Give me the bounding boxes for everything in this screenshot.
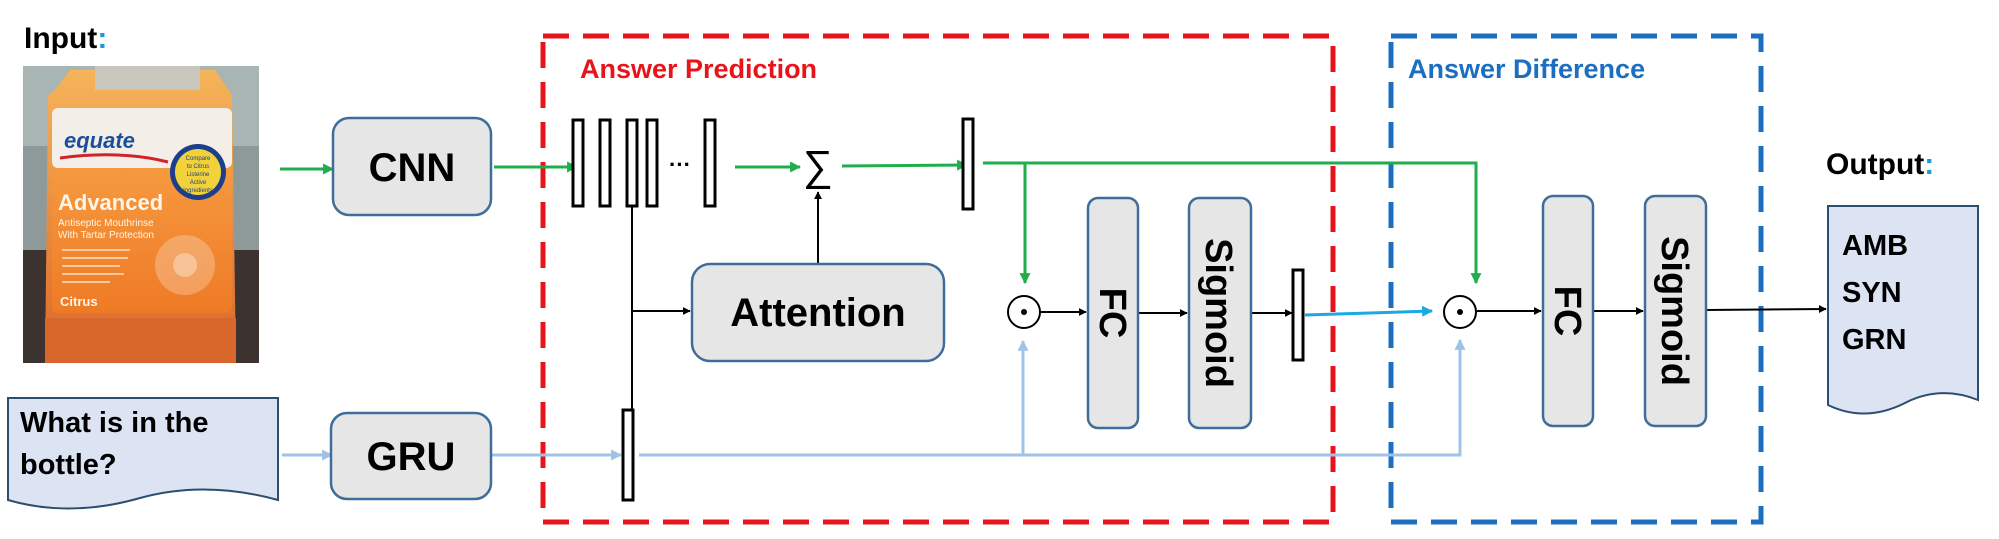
feature-ellipsis: ··· <box>669 152 691 177</box>
photo-badge-line: Ingredients <box>183 188 213 194</box>
photo-flavor-text: Citrus <box>60 294 98 309</box>
sum-symbol: ∑ <box>803 142 833 189</box>
gru-label: GRU <box>367 435 456 479</box>
arrow-feature-to-diff-mult <box>983 161 1482 285</box>
fc1-block: FC <box>1086 196 1140 430</box>
answer-difference-region <box>1388 33 1764 525</box>
fc2-block: FC <box>1541 194 1595 428</box>
attention-label: Attention <box>730 291 906 335</box>
output-label: Output: <box>1826 148 1934 181</box>
arrow-sigmoid2-to-output <box>1704 305 1827 314</box>
feature-vector-4 <box>645 118 659 208</box>
answer-difference-title: Answer Difference <box>1408 54 1645 84</box>
question-document: What is in the bottle? <box>7 397 279 510</box>
attended-feature-vector <box>961 117 975 211</box>
output-line-1: AMB <box>1842 230 1908 262</box>
question-line2: bottle? <box>20 449 117 481</box>
cnn-block: CNN <box>331 116 493 217</box>
output-document: AMB SYN GRN <box>1827 205 1979 415</box>
photo-badge-line: Active <box>190 180 207 186</box>
feature-vector-3 <box>625 118 639 208</box>
prediction-mult-symbol <box>1007 295 1041 329</box>
sigmoid1-label: Sigmoid <box>1197 238 1239 388</box>
feature-vector-1 <box>571 118 585 208</box>
sigmoid2-block: Sigmoid <box>1643 194 1708 428</box>
fc2-label: FC <box>1546 286 1588 337</box>
feature-vector-2 <box>598 118 612 208</box>
gru-block: GRU <box>329 411 493 501</box>
arrow-sum-to-feature <box>841 159 969 171</box>
photo-badge-line: Listerine <box>187 172 210 178</box>
photo-badge-line: to Citrus <box>187 164 209 170</box>
prediction-output-vector <box>1291 268 1305 362</box>
answer-prediction-title: Answer Prediction <box>580 54 817 84</box>
sigmoid2-label: Sigmoid <box>1653 236 1695 386</box>
input-label: Input: <box>24 22 107 55</box>
feature-vector-n <box>703 118 717 208</box>
cnn-label: CNN <box>369 146 456 190</box>
arrow-prediction-to-diff-mult <box>1304 305 1434 317</box>
output-line-3: GRN <box>1842 324 1906 356</box>
fc1-label: FC <box>1091 288 1133 339</box>
attention-block: Attention <box>690 262 946 363</box>
arrow-question-to-diff-mult <box>639 338 1466 457</box>
photo-badge-line: Compare <box>186 156 211 162</box>
sigmoid1-block: Sigmoid <box>1187 196 1253 430</box>
photo-line2-text: With Tartar Protection <box>58 230 154 241</box>
input-photo: equate Compare to Citrus Listerine Activ… <box>23 66 259 363</box>
photo-brand-text: equate <box>64 128 135 153</box>
photo-line1-text: Antiseptic Mouthrinse <box>58 218 154 229</box>
output-line-2: SYN <box>1842 277 1902 309</box>
question-line1: What is in the <box>20 407 209 439</box>
photo-product-text: Advanced <box>58 190 163 215</box>
question-vector <box>621 408 635 502</box>
difference-mult-symbol <box>1443 295 1477 329</box>
